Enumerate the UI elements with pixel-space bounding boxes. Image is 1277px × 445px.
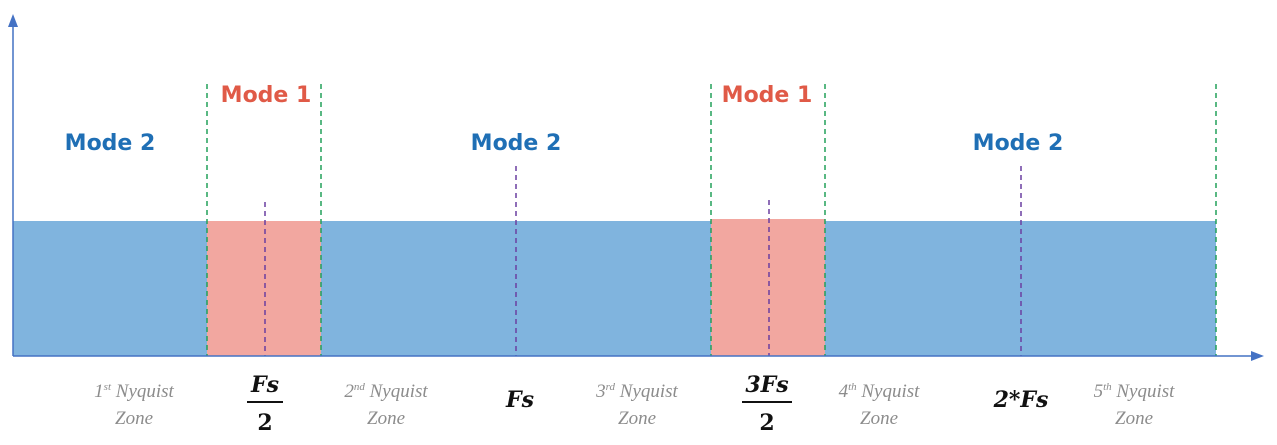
svg-text:1st Nyquist: 1st Nyquist [94, 381, 174, 402]
zone-ordinal: 5 [1094, 381, 1104, 402]
svg-text:5th Nyquist: 5th Nyquist [1094, 381, 1176, 402]
mode1-label-2: Mode 1 [722, 83, 813, 108]
zone-line2: Zone [1115, 408, 1153, 429]
band-mode2-zone4-5 [825, 221, 1216, 356]
freq-fs-half: Fs 2 [247, 372, 283, 436]
zone-suffix: th [1103, 381, 1112, 393]
mode2-label-3: Mode 2 [973, 131, 1064, 156]
zone-line1: Nyquist [365, 381, 429, 402]
mode1-label-1: Mode 1 [221, 83, 312, 108]
x-axis-arrowhead [1251, 351, 1264, 361]
mode2-label-1: Mode 2 [65, 131, 156, 156]
freq-2fs: 2*Fs [993, 387, 1049, 413]
zone-label-2: 2nd Nyquist Zone [344, 381, 428, 429]
mode2-label-2: Mode 2 [471, 131, 562, 156]
zone-suffix: st [104, 381, 112, 393]
svg-text:4th Nyquist: 4th Nyquist [839, 381, 921, 402]
zone-ordinal: 2 [344, 381, 354, 402]
zone-label-3: 3rd Nyquist Zone [595, 381, 678, 429]
zone-line2: Zone [115, 408, 153, 429]
zone-line1: Nyquist [857, 381, 921, 402]
zone-line1: Nyquist [111, 381, 175, 402]
svg-text:3rd Nyquist: 3rd Nyquist [595, 381, 678, 402]
zone-suffix: rd [606, 381, 616, 393]
zone-label-1: 1st Nyquist Zone [94, 381, 174, 429]
band-mode2-zone1 [13, 221, 207, 356]
freq-numerator: Fs [250, 372, 279, 398]
band-mode2-zone2-3 [321, 221, 711, 356]
zone-label-4: 4th Nyquist Zone [839, 381, 921, 429]
zone-line1: Nyquist [615, 381, 679, 402]
band-mode1-fs-half [207, 221, 321, 356]
zone-suffix: nd [354, 381, 366, 393]
zone-ordinal: 1 [94, 381, 104, 402]
freq-3fs-half: 3Fs 2 [742, 372, 792, 436]
zone-line2: Zone [860, 408, 898, 429]
zone-label-5: 5th Nyquist Zone [1094, 381, 1176, 429]
freq-fs: Fs [505, 387, 534, 413]
freq-denominator: 2 [759, 410, 774, 436]
zone-ordinal: 4 [839, 381, 849, 402]
y-axis-arrowhead [8, 14, 18, 27]
svg-text:2nd Nyquist: 2nd Nyquist [344, 381, 428, 402]
zone-ordinal: 3 [595, 381, 606, 402]
freq-numerator: 3Fs [745, 372, 788, 398]
zone-suffix: th [848, 381, 857, 393]
freq-denominator: 2 [257, 410, 272, 436]
zone-line1: Nyquist [1112, 381, 1176, 402]
band-mode1-3fs-half [711, 219, 825, 356]
zone-line2: Zone [367, 408, 405, 429]
zone-line2: Zone [618, 408, 656, 429]
